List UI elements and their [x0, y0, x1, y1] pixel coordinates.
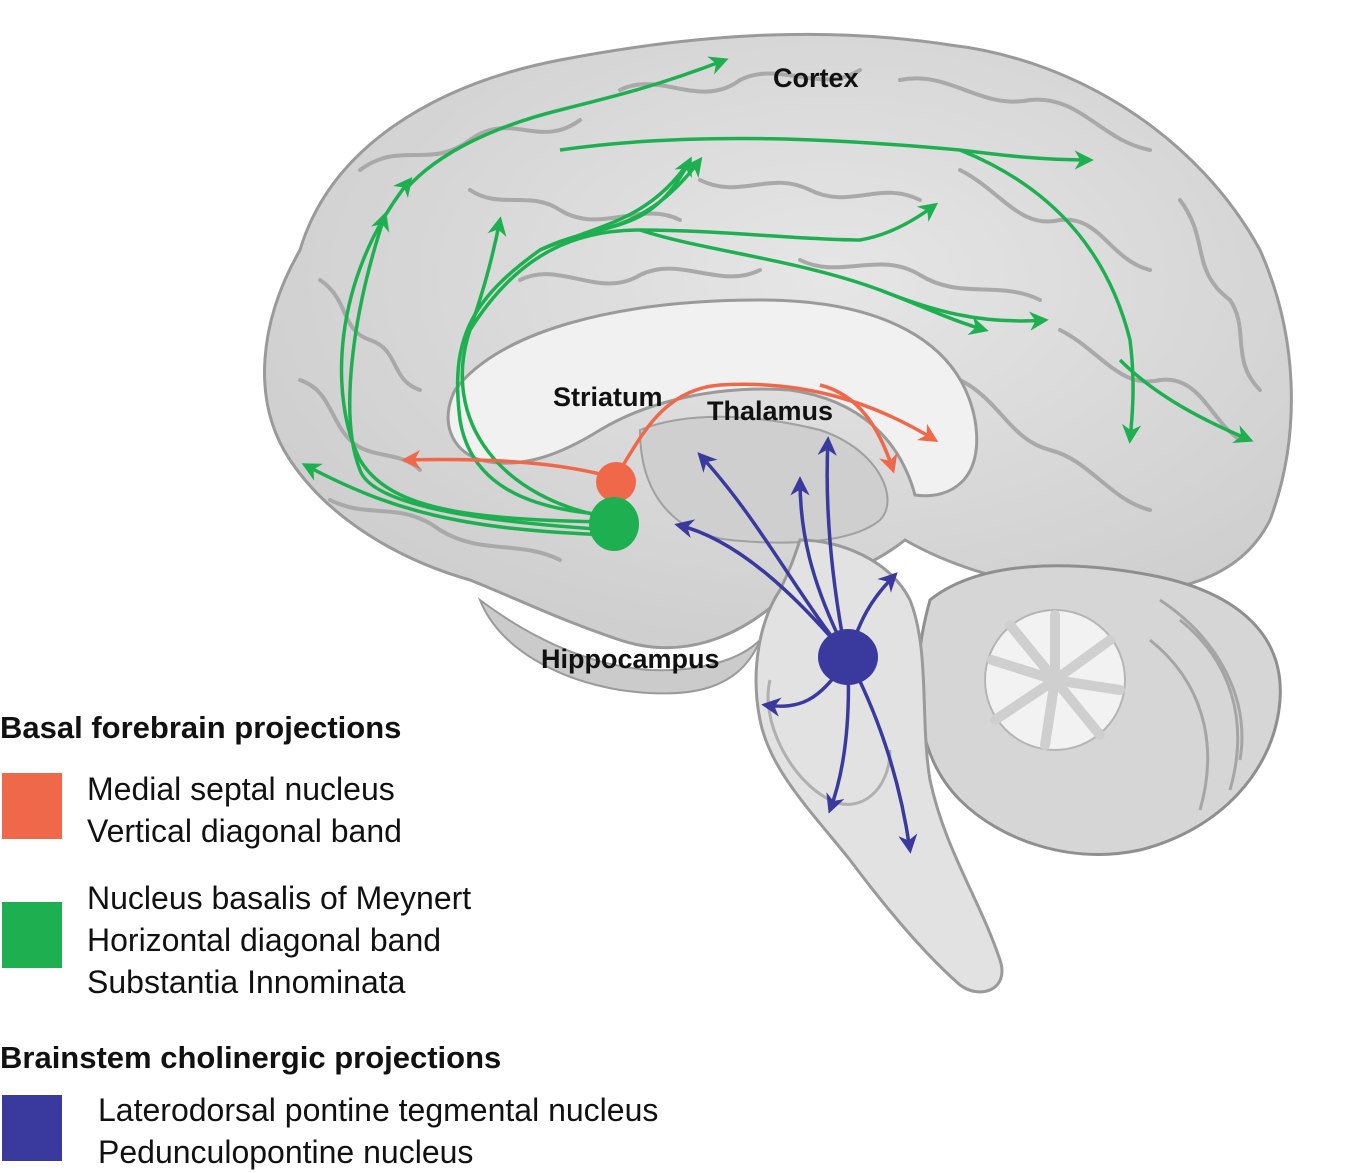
legend-heading-basal: Basal forebrain projections	[0, 710, 402, 745]
legend-text: Laterodorsal pontine tegmental nucleus	[98, 1092, 659, 1128]
green-projection-path	[403, 56, 729, 192]
legend-text: Nucleus basalis of Meynert	[87, 880, 472, 916]
nucleus-basalis	[589, 497, 639, 551]
legend-swatch-blue	[2, 1095, 62, 1161]
green-projection-path	[460, 216, 613, 520]
legend-group-green: Nucleus basalis of Meynert Horizontal di…	[87, 877, 471, 1003]
cerebellum	[916, 564, 1282, 856]
blue-projection-path	[790, 476, 847, 651]
orange-projections	[401, 382, 939, 480]
green-projection-path	[468, 202, 939, 331]
green-projection-path	[348, 211, 613, 532]
label-striatum: Striatum	[553, 382, 663, 412]
green-projection-path	[301, 463, 613, 537]
legend-swatch-orange	[2, 773, 62, 839]
legend-group-blue: Laterodorsal pontine tegmental nucleus P…	[98, 1089, 658, 1173]
medial-septal-nucleus	[596, 462, 636, 502]
label-hippocampus: Hippocampus	[541, 644, 720, 674]
green-projection-path	[599, 156, 703, 232]
orange-projection-path	[613, 382, 939, 479]
label-thalamus: Thalamus	[707, 396, 833, 426]
brainstem-nucleus	[818, 629, 878, 685]
label-cortex: Cortex	[773, 63, 859, 93]
legend-text: Horizontal diagonal band	[87, 922, 442, 958]
green-projection-path	[639, 228, 989, 336]
green-projection-path	[339, 176, 613, 524]
orange-projection-path	[819, 383, 898, 474]
green-projection-path	[879, 288, 1049, 331]
blue-projection-path	[850, 664, 918, 854]
green-projection-path	[539, 159, 692, 252]
green-projection-path	[959, 148, 1142, 444]
green-projections	[301, 56, 1254, 537]
legend-heading-brainstem: Brainstem cholinergic projections	[0, 1040, 502, 1075]
legend-text: Substantia Innominata	[87, 964, 406, 1000]
legend-text: Vertical diagonal band	[87, 813, 402, 849]
cerebrum	[263, 32, 1293, 695]
blue-projection-path	[817, 436, 847, 651]
green-projection-path	[1118, 358, 1254, 443]
legend-text: Pedunculopontine nucleus	[98, 1134, 474, 1170]
legend-text: Medial septal nucleus	[87, 771, 395, 807]
orange-projection-path	[401, 450, 616, 480]
legend-group-orange: Medial septal nucleus Vertical diagonal …	[87, 768, 402, 852]
legend-swatch-green	[2, 902, 62, 968]
green-projection-path	[559, 136, 1094, 170]
